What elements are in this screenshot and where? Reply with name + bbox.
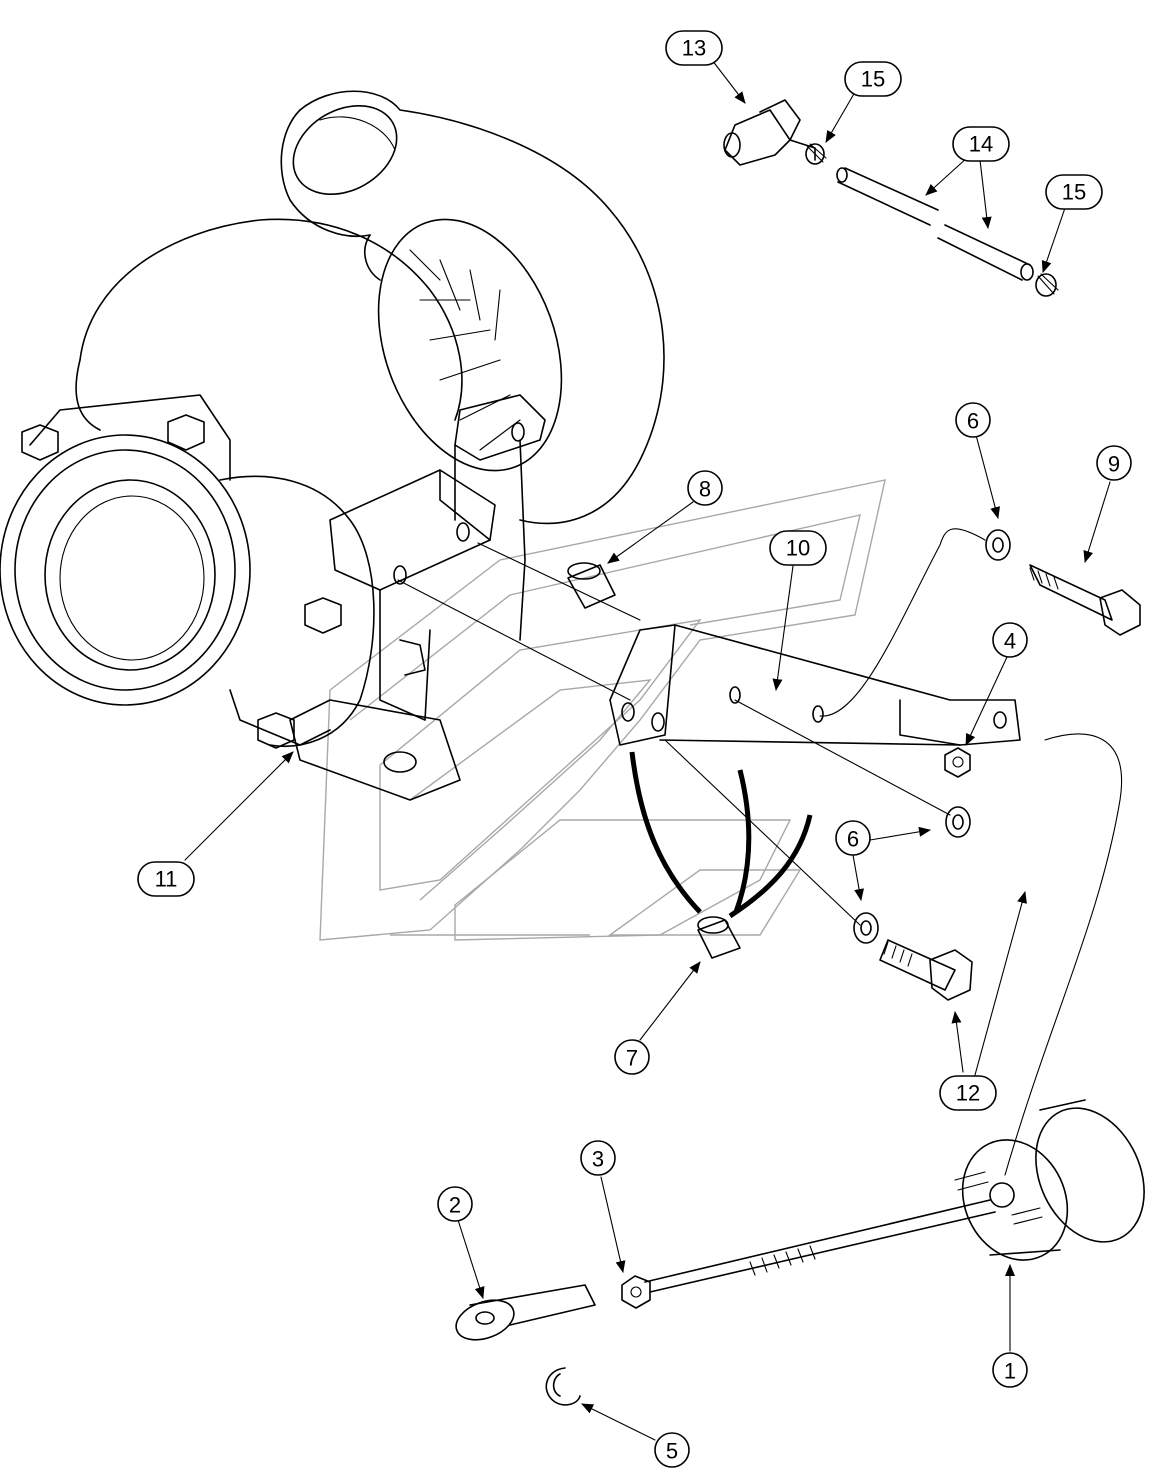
callout-11: 11: [137, 861, 195, 897]
actuator-group: [455, 733, 1145, 1406]
bracket-group: [567, 529, 1141, 1001]
callout-15a: 15: [844, 61, 902, 97]
callout-14-label: 14: [969, 132, 993, 157]
watermark-logo: [319, 479, 886, 941]
callout-4: 4: [992, 622, 1028, 658]
callout-2: 2: [437, 1186, 473, 1222]
callout-12: 12: [939, 1075, 997, 1111]
callout-9-label: 9: [1108, 452, 1120, 477]
callout-3-label: 3: [592, 1147, 604, 1172]
callout-8: 8: [687, 470, 723, 506]
turbocharger-body: [0, 90, 665, 801]
callout-5-label: 5: [666, 1439, 678, 1464]
callout-10: 10: [769, 530, 827, 566]
callout-1: 1: [992, 1352, 1028, 1388]
callout-6a: 6: [955, 402, 991, 438]
callout-7: 7: [614, 1039, 650, 1075]
callout-13-label: 13: [682, 36, 706, 61]
callout-10-label: 10: [786, 536, 810, 561]
hose-fitting-group: [723, 99, 1059, 297]
assembly-lines: [397, 528, 986, 926]
callout-5: 5: [654, 1432, 690, 1468]
callout-4-label: 4: [1004, 629, 1016, 654]
callout-13: 13: [665, 30, 723, 66]
leader-lines: [184, 59, 1111, 1441]
callout-8-label: 8: [699, 477, 711, 502]
callout-11-label: 11: [155, 867, 178, 892]
callout-6b-label: 6: [847, 827, 859, 852]
callout-12-label: 12: [956, 1081, 980, 1106]
callout-6b: 6: [835, 820, 871, 856]
callout-15b-label: 15: [1062, 180, 1086, 205]
callout-6a-label: 6: [967, 409, 979, 434]
callout-3: 3: [580, 1140, 616, 1176]
callout-14: 14: [952, 126, 1010, 162]
callout-15a-label: 15: [861, 67, 885, 92]
callout-7-label: 7: [626, 1046, 638, 1071]
callout-2-label: 2: [449, 1193, 461, 1218]
callout-9: 9: [1096, 445, 1132, 481]
callout-1-label: 1: [1004, 1359, 1016, 1384]
callout-15b: 15: [1045, 174, 1103, 210]
